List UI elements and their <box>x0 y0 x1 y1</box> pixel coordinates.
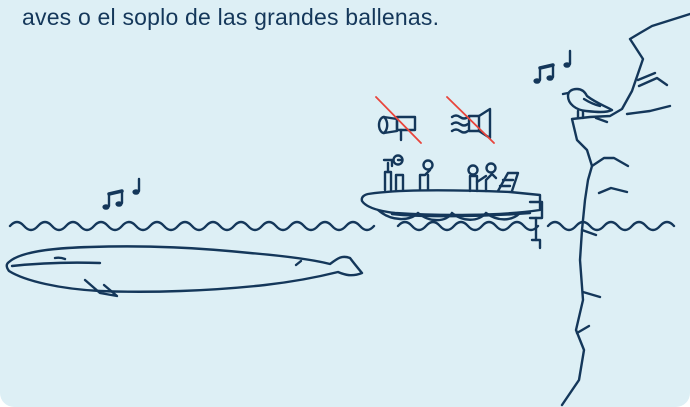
caption-text: aves o el soplo de las grandes ballenas. <box>22 4 440 30</box>
megaphone-crossed-icon <box>377 115 417 142</box>
seagull-music-notes-heads <box>533 62 571 84</box>
cliff <box>560 12 690 407</box>
whale-music-notes-heads <box>102 189 140 210</box>
whale <box>5 245 364 298</box>
seagull-music-notes-icon <box>538 49 572 82</box>
prohibition-slashes <box>375 96 495 144</box>
rib-boat <box>360 158 544 250</box>
seagull-icon <box>561 87 614 120</box>
whale-music-notes-icon <box>107 177 141 208</box>
megaphone-slash <box>375 96 422 144</box>
waves-right <box>546 220 676 232</box>
waves-left <box>8 220 376 232</box>
engine-noise-slash <box>446 96 495 144</box>
waves-middle <box>396 220 540 232</box>
boat-heads <box>392 154 497 176</box>
